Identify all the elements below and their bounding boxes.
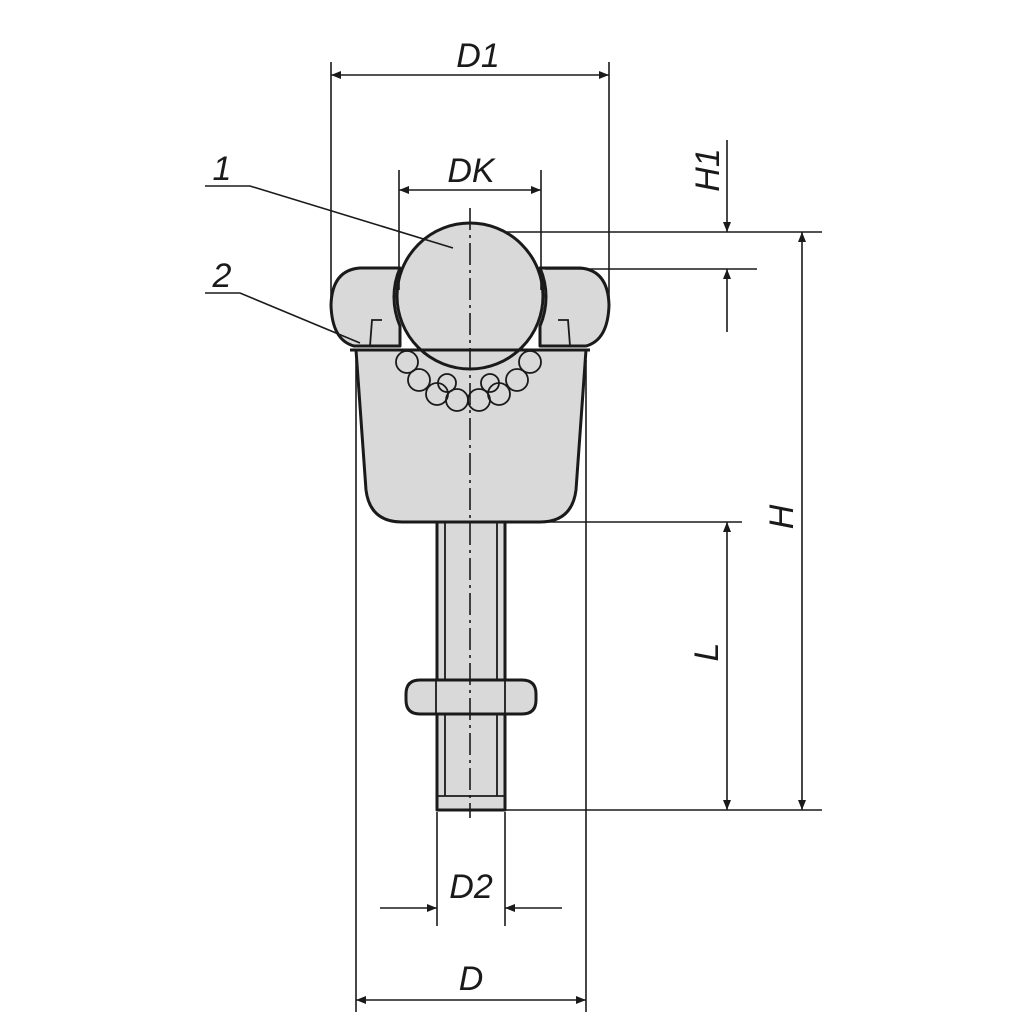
- label-d: D: [459, 960, 484, 998]
- label-item-2: 2: [212, 257, 232, 295]
- dimension-lines: [331, 71, 806, 1004]
- label-l: L: [688, 643, 726, 662]
- part-body: [329, 208, 611, 818]
- label-h1: H1: [689, 148, 727, 191]
- label-h: H: [763, 504, 801, 529]
- support-balls: [395, 350, 542, 412]
- extension-lines: [330, 62, 822, 1012]
- item1-leader: [205, 185, 454, 249]
- labels: D1 DK H1 H L D2 D 1 2: [212, 37, 801, 998]
- item2-leader: [205, 292, 361, 344]
- flange: [329, 266, 402, 348]
- leader-lines: [205, 185, 454, 344]
- label-d2: D2: [449, 868, 493, 906]
- housing: [354, 348, 588, 524]
- hex-nut: [404, 678, 538, 716]
- threaded-stud: [435, 516, 507, 812]
- label-dk: DK: [447, 152, 496, 190]
- label-d1: D1: [456, 37, 499, 75]
- label-item-1: 1: [213, 150, 232, 188]
